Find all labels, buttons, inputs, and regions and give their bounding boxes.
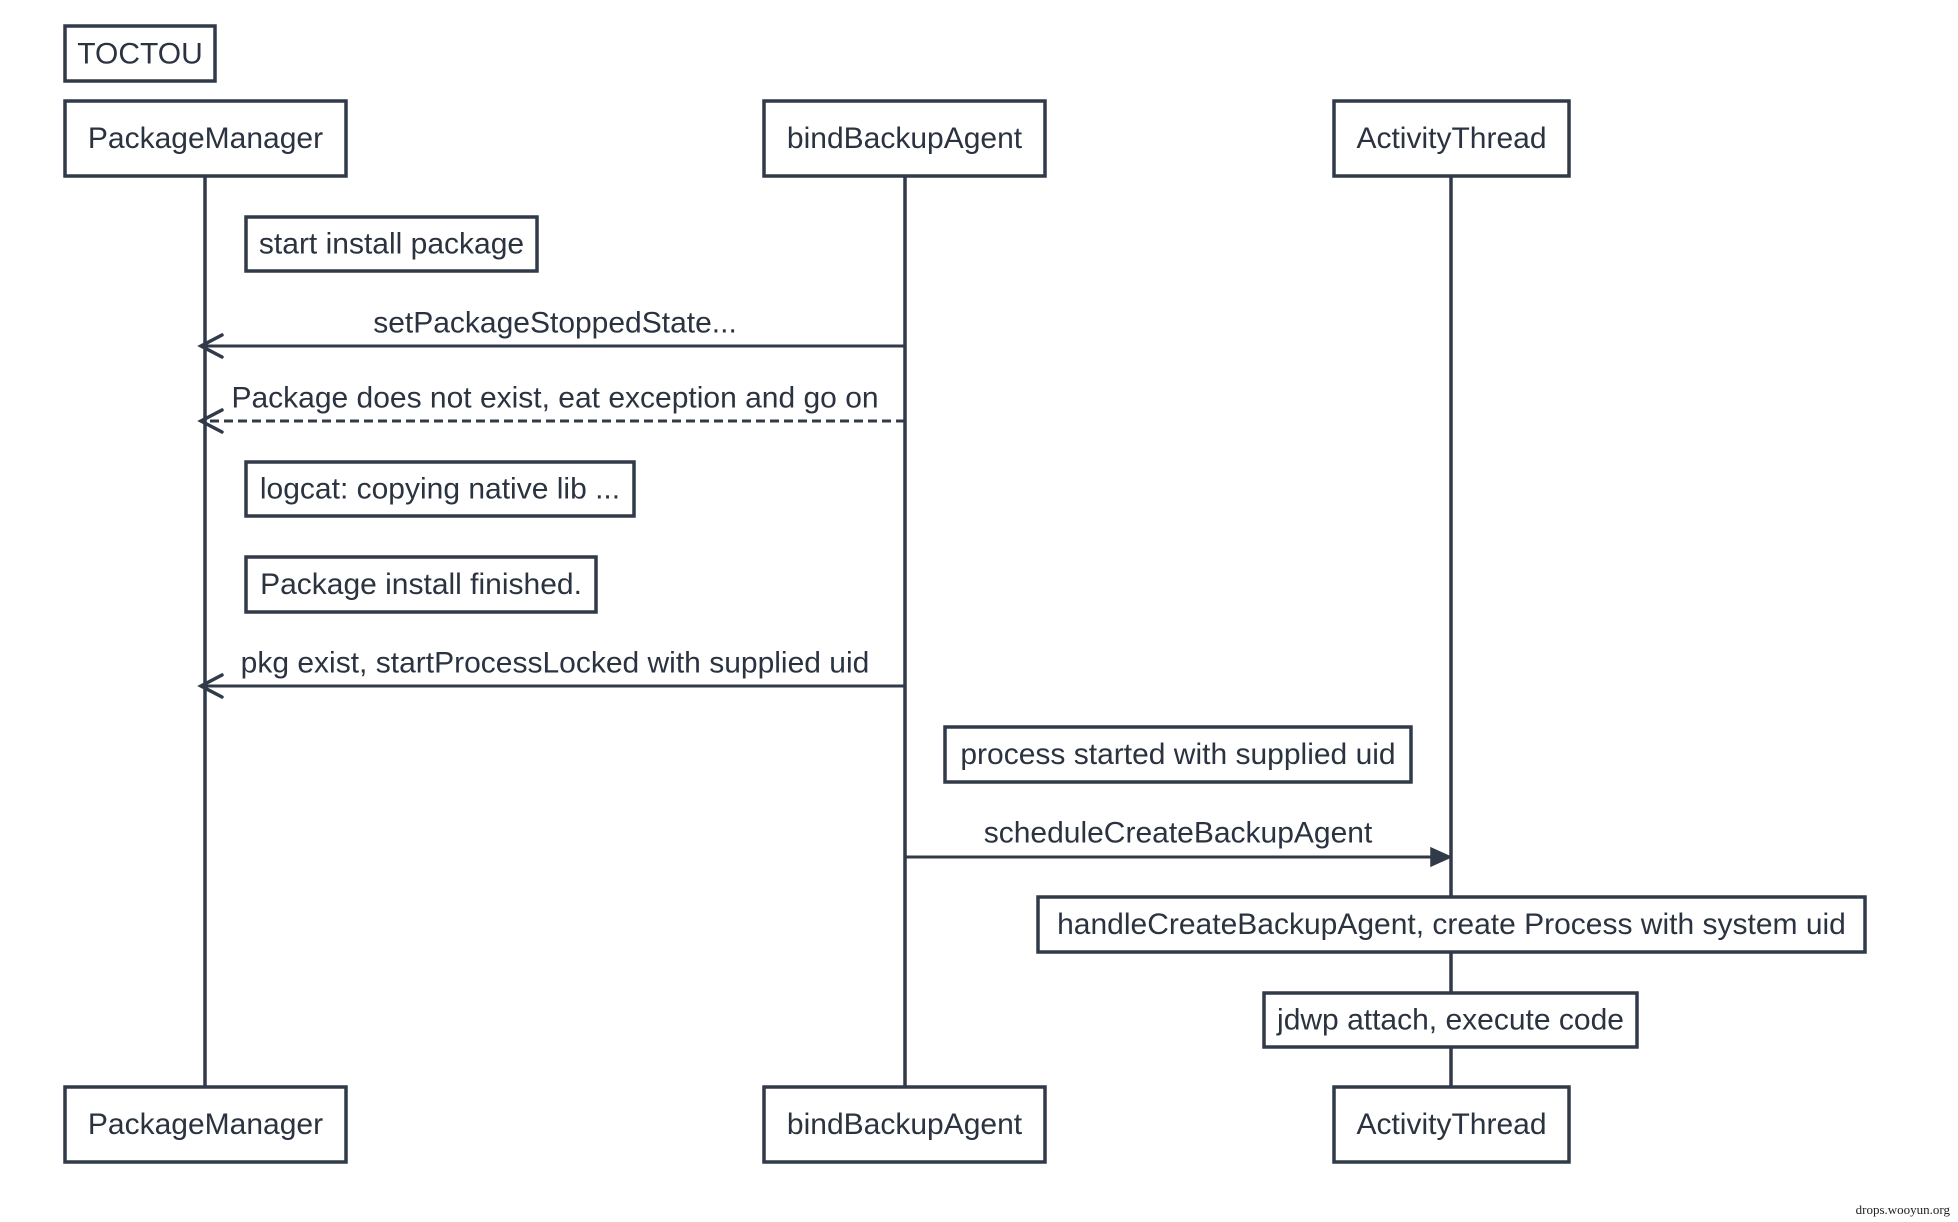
participant-label: bindBackupAgent: [787, 122, 1023, 155]
participant-frame: [63, 99, 348, 178]
message-pkg-exist-startprocesslocked: pkg exist, startProcessLocked with suppl…: [197, 647, 905, 699]
participant-frame: [1332, 99, 1571, 178]
participant-top-activitythread: ActivityThread: [1332, 99, 1571, 178]
participant-label: bindBackupAgent: [787, 1108, 1023, 1141]
arrowhead-filled: [1430, 846, 1453, 868]
participant-frame: [762, 1085, 1047, 1164]
participant-top-bindbackupagent: bindBackupAgent: [762, 99, 1047, 178]
participant-bottom-packagemanager: PackageManager: [63, 1085, 348, 1164]
message-label: scheduleCreateBackupAgent: [984, 817, 1373, 850]
participant-label: ActivityThread: [1356, 122, 1546, 155]
note-logcat-copying-native-lib: logcat: copying native lib ...: [244, 460, 636, 518]
message-setpackagestoppedstate: setPackageStoppedState...: [197, 307, 905, 359]
participant-bottom-bindbackupagent: bindBackupAgent: [762, 1085, 1047, 1164]
note-jdwp-attach-execute-code: jdwp attach, execute code: [1262, 991, 1639, 1049]
note-text: process started with supplied uid: [960, 738, 1395, 771]
watermark-text: drops.wooyun.org: [1856, 1202, 1951, 1217]
diagram-title-box: TOCTOU: [63, 24, 217, 83]
note-frame: [244, 555, 598, 614]
note-start-install-package: start install package: [244, 215, 539, 273]
note-text: jdwp attach, execute code: [1276, 1004, 1624, 1037]
message-label: Package does not exist, eat exception an…: [231, 382, 878, 415]
participant-frame: [63, 1085, 348, 1164]
arrowhead-open: [197, 408, 224, 434]
message-schedulecreatebackupagent: scheduleCreateBackupAgent: [905, 817, 1453, 868]
note-process-started-with-supplied-uid: process started with supplied uid: [943, 725, 1413, 784]
note-text: start install package: [259, 228, 524, 261]
message-label: pkg exist, startProcessLocked with suppl…: [241, 647, 870, 680]
message-package-does-not-exist: Package does not exist, eat exception an…: [197, 382, 905, 434]
note-frame: [244, 460, 636, 518]
note-text: handleCreateBackupAgent, create Process …: [1057, 908, 1846, 941]
note-frame: [1036, 895, 1867, 954]
participant-bottom-activitythread: ActivityThread: [1332, 1085, 1571, 1164]
note-text: logcat: copying native lib ...: [260, 473, 620, 506]
note-frame: [244, 215, 539, 273]
participant-frame: [762, 99, 1047, 178]
arrowhead-open: [197, 673, 224, 699]
participant-label: PackageManager: [88, 122, 323, 155]
participant-top-packagemanager: PackageManager: [63, 99, 348, 178]
participant-label: ActivityThread: [1356, 1108, 1546, 1141]
arrowhead-open: [197, 333, 224, 359]
note-handlecreatebackupagent: handleCreateBackupAgent, create Process …: [1036, 895, 1867, 954]
note-package-install-finished: Package install finished.: [244, 555, 598, 614]
diagram-title-frame: [63, 24, 217, 83]
participant-label: PackageManager: [88, 1108, 323, 1141]
note-text: Package install finished.: [260, 568, 582, 601]
note-frame: [943, 725, 1413, 784]
message-label: setPackageStoppedState...: [373, 307, 737, 340]
diagram-title: TOCTOU: [77, 38, 203, 71]
note-frame: [1262, 991, 1639, 1049]
participant-frame: [1332, 1085, 1571, 1164]
